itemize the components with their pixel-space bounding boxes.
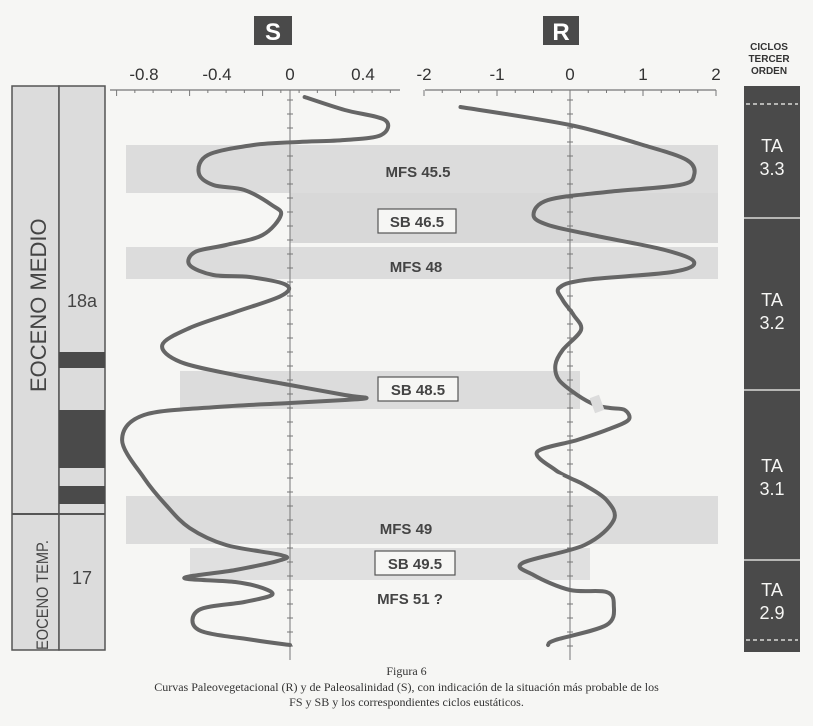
- r-curve-gap: [551, 472, 563, 488]
- figure-caption: Curvas Paleovegetacional (R) y de Paleos…: [154, 680, 659, 709]
- s-tick-label: -0.8: [129, 65, 158, 84]
- s-title-box: [254, 16, 292, 45]
- band-mfs-49: [126, 496, 718, 544]
- strat-column: EOCENO MEDIO EOCENO TEMP. 18a 17: [11, 85, 106, 651]
- s-tick-label: 0: [285, 65, 294, 84]
- magnetic-chron-black: [59, 352, 105, 368]
- epoch-lower-label: EOCENO TEMP.: [33, 540, 52, 650]
- cycle-label-ta31: TA: [761, 456, 783, 476]
- surface-box-sb: [377, 376, 459, 402]
- s-tick-label: -0.4: [202, 65, 231, 84]
- cycles-column: CICLOS TERCER ORDEN TA 3.3 TA 3.2 TA 3.1…: [744, 42, 800, 652]
- magnetic-chron-black: [59, 410, 105, 468]
- cycle-label-ta32-num: 3.2: [759, 313, 784, 333]
- r-curve-gap: [589, 394, 605, 414]
- r-series-line: [458, 105, 697, 647]
- r-title-box: [543, 16, 579, 45]
- cycle-label-ta29: TA: [761, 580, 783, 600]
- cycle-label-ta33: TA: [761, 136, 783, 156]
- r-panel-title: R: [552, 19, 569, 46]
- cycles-bar: [744, 86, 800, 652]
- cycle-label-ta29-num: 2.9: [759, 603, 784, 623]
- cycles-header-line: ORDEN: [751, 66, 787, 77]
- band-sb-46-5: [290, 193, 718, 243]
- surface-label-sb: SB 49.5: [388, 556, 442, 573]
- band-mfs-48: [126, 247, 718, 279]
- r-tick-label: -2: [416, 65, 431, 84]
- s-axis-ticks: [116, 90, 391, 96]
- epoch-upper-label: EOCENO MEDIO: [26, 218, 51, 392]
- r-tick-label: 0: [565, 65, 574, 84]
- r-tick-label: -1: [489, 65, 504, 84]
- s-zero-line-ticks: [287, 99, 293, 647]
- surface-label-sb: SB 46.5: [390, 214, 444, 231]
- s-series-line: [120, 95, 391, 647]
- figure-number: Figura 6: [386, 664, 427, 678]
- s-tick-label: 0.4: [351, 65, 375, 84]
- r-zero-line-ticks: [567, 99, 573, 647]
- figure-canvas: S R -0.8 -0.4 0 0.4 -2 -1 0 1 2 MFS 45.5…: [11, 16, 800, 660]
- cycles-header-line: CICLOS: [750, 42, 788, 53]
- zone-lower-label: 17: [72, 568, 92, 588]
- magnetic-chron-black: [59, 486, 105, 504]
- surface-label-sb: SB 48.5: [391, 382, 445, 399]
- s-panel-title: S: [265, 19, 281, 46]
- surface-box-sb: [377, 208, 457, 234]
- cycle-label-ta31-num: 3.1: [759, 479, 784, 499]
- surface-label-mfs: MFS 48: [390, 259, 443, 276]
- surface-label-mfs: MFS 51 ?: [377, 591, 443, 608]
- r-tick-label: 2: [711, 65, 720, 84]
- strat-epoch-column: [11, 85, 60, 651]
- cycles-header-line: TERCER: [748, 54, 790, 65]
- cycle-label-ta32: TA: [761, 290, 783, 310]
- surface-label-mfs: MFS 49: [380, 521, 433, 538]
- surface-label-mfs: MFS 45.5: [385, 164, 450, 181]
- zone-upper-label: 18a: [67, 291, 98, 311]
- r-tick-label: 1: [638, 65, 647, 84]
- surface-box-sb: [374, 550, 456, 576]
- cycle-label-ta33-num: 3.3: [759, 159, 784, 179]
